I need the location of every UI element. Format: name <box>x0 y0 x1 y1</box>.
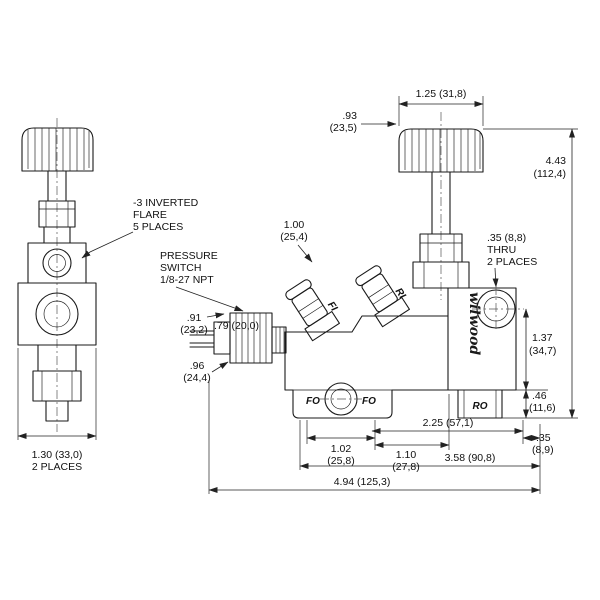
dim-fo-ro-spacing-mm: (27,8) <box>392 461 419 473</box>
pressure-switch-label-1: PRESSURE <box>160 250 218 262</box>
dim-overall-width: 4.94 (125,3) <box>334 476 391 488</box>
dim-knob-offset-mm: (23,5) <box>330 122 357 134</box>
fi-cartridge <box>285 279 340 342</box>
dim-overall-height-mm: (112,4) <box>534 168 567 180</box>
valve-main-body-upper <box>284 315 449 333</box>
front-view: wilwood RO FO FO FI RI <box>189 112 524 419</box>
pressure-switch-label-2: SWITCH <box>160 262 201 274</box>
dim-outlet-span: 2.25 (57,1) <box>423 417 474 429</box>
left-main-port <box>35 292 79 336</box>
inverted-flare-label-1: -3 INVERTED <box>133 197 199 209</box>
dim-switch-drop-mm: (24,4) <box>183 372 210 384</box>
dim-knob-width: 1.25 (31,8) <box>416 88 467 100</box>
inverted-flare-label-3: 5 PLACES <box>133 221 183 233</box>
dim-knob-offset: .93 <box>342 110 357 122</box>
dim-fo-spacing: 1.02 <box>331 443 352 455</box>
switch-front-cap <box>213 321 231 355</box>
left-knob-knurling <box>27 128 90 171</box>
callouts: -3 INVERTED FLARE 5 PLACES PRESSURE SWIT… <box>81 197 537 312</box>
ri-cartridge <box>355 265 410 328</box>
port-label-fo-left: FO <box>306 396 320 407</box>
left-width-dim-note: 2 PLACES <box>32 461 82 473</box>
thru-hole-leader <box>492 267 499 288</box>
pressure-switch <box>189 312 287 364</box>
knob-knurling <box>404 129 481 172</box>
valve-main-body-lower <box>284 331 449 419</box>
dim-base-height: .46 <box>532 390 547 402</box>
thru-hole-label-3: 2 PLACES <box>487 256 537 268</box>
dim-base-height-mm: (11,6) <box>529 402 556 414</box>
dim-switch-height: .91 <box>187 312 202 324</box>
left-adjuster-knob <box>21 127 94 172</box>
dim-edge-offset-mm: (8,9) <box>532 444 554 456</box>
dim-fitting-offset: 1.00 <box>284 219 305 231</box>
thru-hole-label-2: THRU <box>487 244 516 256</box>
inverted-flare-label-2: FLARE <box>133 209 167 221</box>
dim-switch-drop: .96 <box>190 360 205 372</box>
dim-fo-spacing-mm: (25,8) <box>327 455 354 467</box>
port-label-ro: RO <box>473 401 488 412</box>
dim-fo-ro-spacing: 1.10 <box>396 449 417 461</box>
dim-edge-offset: .35 <box>536 432 551 444</box>
left-upper-port <box>42 248 72 278</box>
hex-adapter <box>412 261 470 289</box>
wilwood-logo: wilwood <box>466 292 482 355</box>
port-label-ri: RI <box>393 286 408 301</box>
port-label-fo-right: FO <box>362 396 376 407</box>
adjuster-knob <box>398 128 484 173</box>
dim-outlet-height-mm: (34,7) <box>529 345 556 357</box>
dim-switch-width: .79 (20,0) <box>214 320 259 332</box>
left-view: 1.30 (33,0) 2 PLACES <box>17 118 97 473</box>
dim-switch-height-mm: (23,2) <box>180 324 207 336</box>
pressure-switch-leader <box>175 286 244 312</box>
pressure-switch-label-3: 1/8-27 NPT <box>160 274 214 286</box>
thru-hole-label-1: .35 (8,8) <box>487 232 526 244</box>
dim-overall-height: 4.43 <box>546 155 567 167</box>
dim-outlet-height: 1.37 <box>532 332 553 344</box>
ro-port-block <box>457 389 503 419</box>
dim-body-width: 3.58 (90,8) <box>445 452 496 464</box>
inverted-flare-leader <box>81 231 134 259</box>
left-width-dim: 1.30 (33,0) <box>32 449 83 461</box>
dimensions: 1.25 (31,8) .93 (23,5) 4.43 (112,4) 1.00… <box>180 88 578 494</box>
left-bottom-port <box>45 400 69 422</box>
dim-fitting-offset-mm: (25,4) <box>280 231 307 243</box>
